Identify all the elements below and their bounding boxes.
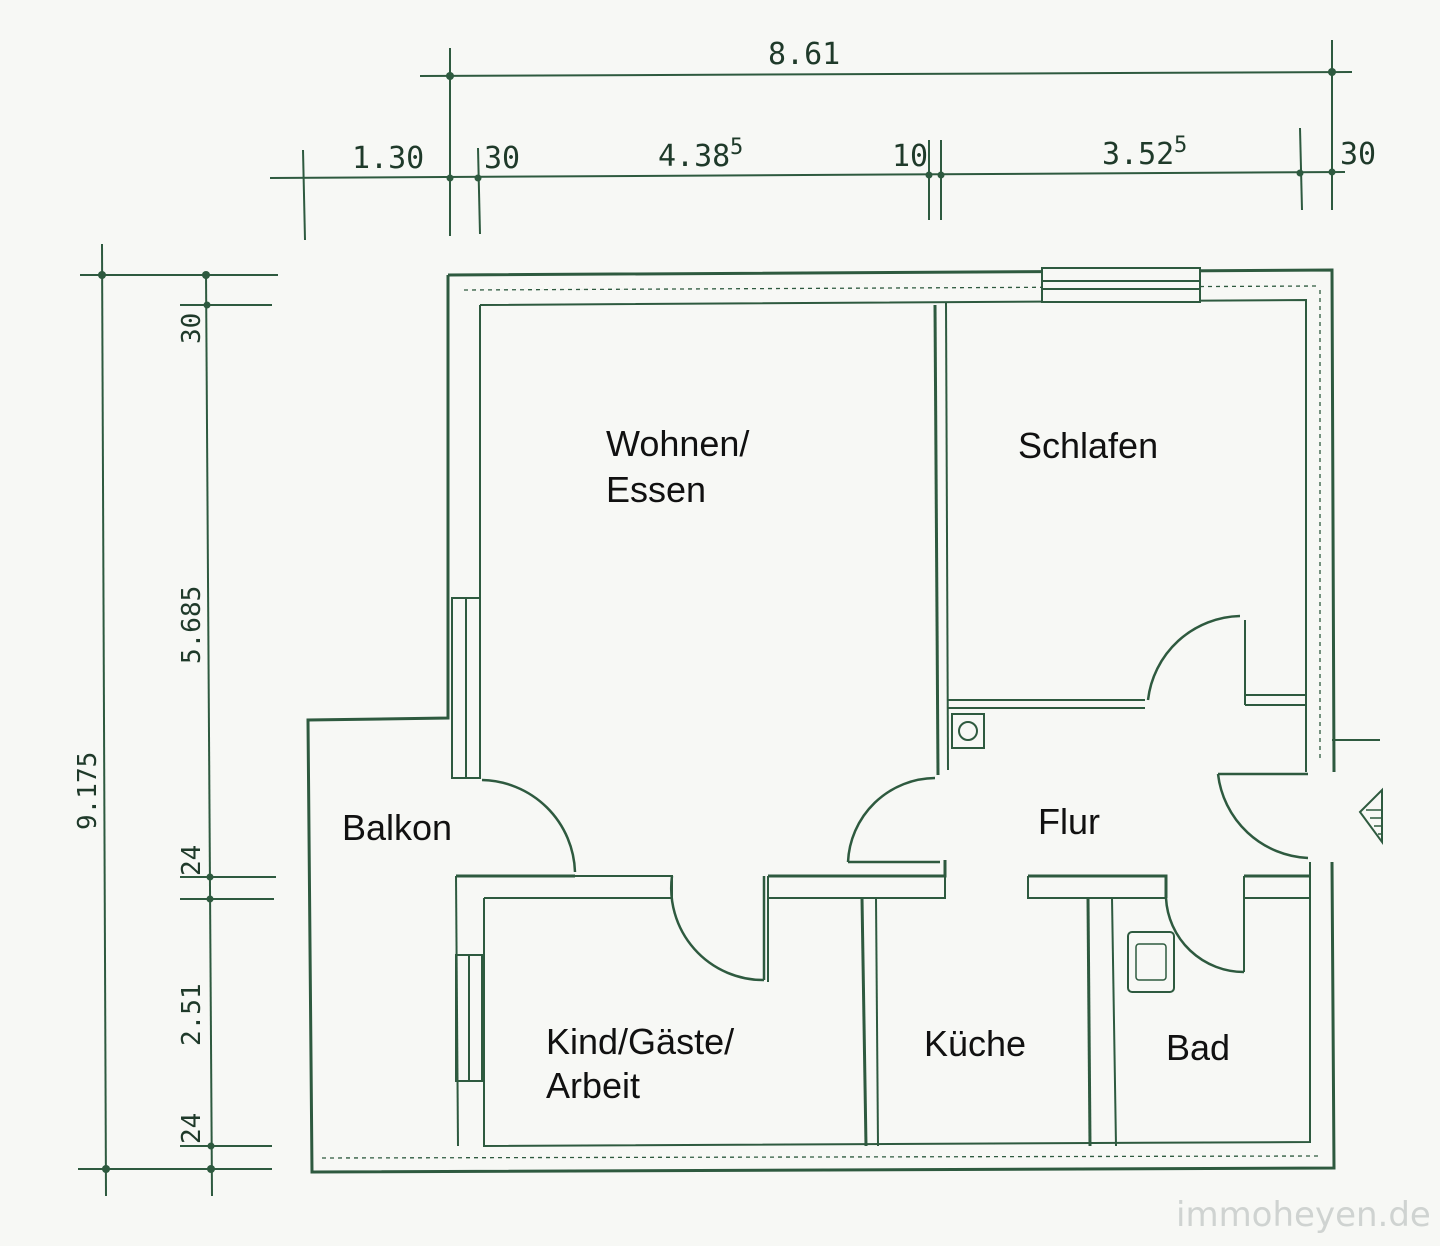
room-label-schlafen: Schlafen xyxy=(1018,425,1158,466)
room-label-balkon: Balkon xyxy=(342,807,452,848)
dim-total-width: 8.61 xyxy=(768,37,840,72)
room-label-kind-2: Arbeit xyxy=(546,1065,640,1106)
dim-living-depth: 5.685 xyxy=(177,586,207,664)
dim-wall-mid: 24 xyxy=(177,845,207,876)
dim-wall-3: 30 xyxy=(1340,137,1376,172)
dim-wall-2: 10 xyxy=(892,139,928,174)
dim-living-width-sup: 5 xyxy=(730,135,743,160)
dim-total-depth: 9.175 xyxy=(73,752,103,830)
room-label-wohnen-1: Wohnen/ xyxy=(606,423,749,464)
room-label-bad: Bad xyxy=(1166,1027,1230,1068)
dim-wall-bottom: 24 xyxy=(177,1113,207,1144)
chimney-fixture xyxy=(951,713,985,749)
left-dimension-lines xyxy=(78,243,278,1197)
room-label-wohnen-2: Essen xyxy=(606,469,706,510)
toilet-icon xyxy=(1127,931,1175,993)
top-dimension-lines xyxy=(269,40,1353,241)
dim-room-depth: 2.51 xyxy=(177,983,207,1046)
dim-bedroom-width: 3.52 xyxy=(1102,137,1174,172)
room-label-flur: Flur xyxy=(1038,801,1100,842)
dim-living-width: 4.38 xyxy=(658,139,730,174)
room-label-kind-1: Kind/Gäste/ xyxy=(546,1021,734,1062)
dim-balcony-width: 1.30 xyxy=(352,141,424,176)
entrance-arrow-icon xyxy=(1358,787,1383,846)
fixtures xyxy=(951,713,1383,993)
room-label-kueche: Küche xyxy=(924,1023,1026,1064)
watermark: immoheyen.de xyxy=(1176,1195,1431,1235)
dim-bedroom-width-sup: 5 xyxy=(1174,133,1187,158)
dim-wall-1: 30 xyxy=(484,141,520,176)
interior-walls xyxy=(455,301,1310,1147)
doors xyxy=(481,614,1309,982)
windows xyxy=(451,267,1201,1082)
outer-walls xyxy=(306,268,1380,1174)
dim-wall-top: 30 xyxy=(177,313,207,344)
